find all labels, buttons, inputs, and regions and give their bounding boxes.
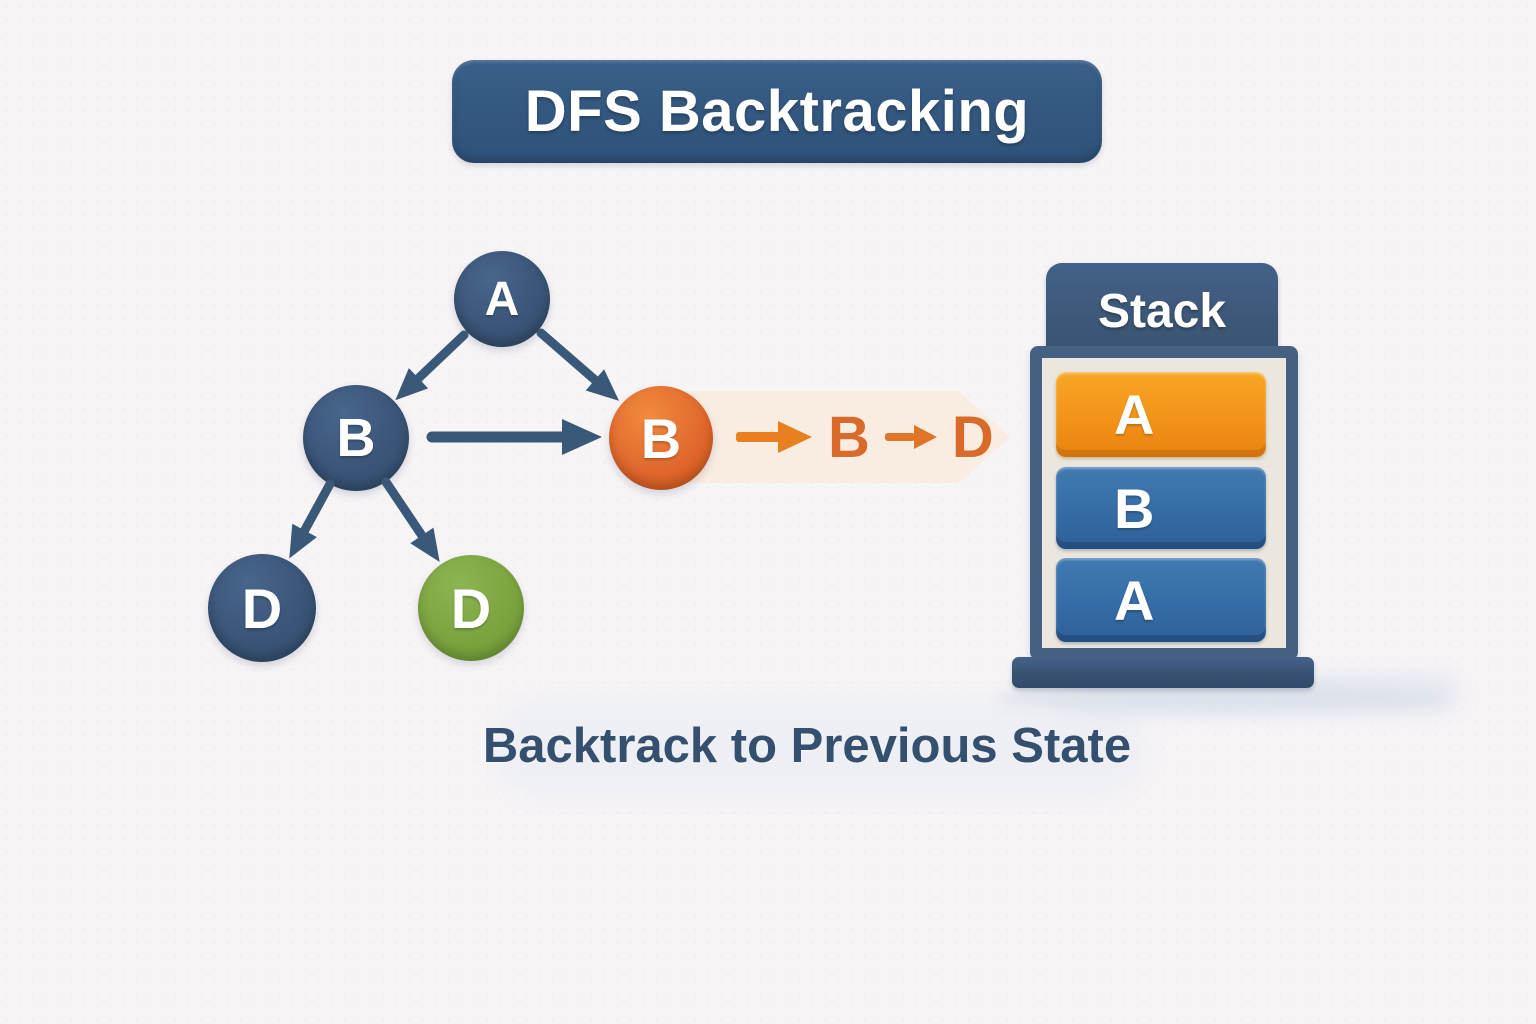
- page-title: DFS Backtracking: [524, 79, 1030, 144]
- stack-item-label: B: [1114, 476, 1155, 540]
- node-label: B: [336, 408, 376, 468]
- trace-sequence: B D: [734, 404, 994, 471]
- caption-text: Backtrack to Previous State: [482, 719, 1132, 773]
- arrow-right-icon: [884, 425, 937, 449]
- stack-item-label: A: [1114, 568, 1155, 632]
- edge-a-to-b: [395, 330, 469, 401]
- node-label: D: [241, 576, 283, 640]
- trace-from-label: B: [828, 404, 870, 470]
- stack-item-top: A: [1056, 372, 1266, 457]
- graph-node-a: A: [454, 251, 550, 347]
- stack-ground-shadow: [996, 684, 1446, 712]
- graph-node-d-left: D: [208, 554, 316, 662]
- stack-item-middle: B: [1056, 467, 1266, 549]
- graph-node-d-right: D: [418, 555, 524, 661]
- graph-node-b-current: B: [609, 386, 713, 490]
- node-label: D: [450, 576, 492, 640]
- caption-highlight-band: [492, 700, 1147, 796]
- edge-a-to-b-current: [536, 328, 620, 401]
- title-banner: DFS Backtracking: [452, 60, 1102, 163]
- trace-to-label: D: [951, 404, 994, 470]
- arrow-right-icon: [736, 421, 812, 453]
- stack-item-label: A: [1114, 383, 1155, 446]
- graph-node-b: B: [303, 385, 409, 491]
- trace-banner: B D: [668, 391, 1010, 483]
- stack-title: Stack: [1097, 284, 1227, 338]
- edge-b-to-d-right: [381, 477, 440, 562]
- stack-item-bottom: A: [1056, 558, 1266, 642]
- edge-b-to-d-left: [289, 479, 335, 559]
- node-label: A: [484, 272, 520, 326]
- stack-base: [1012, 657, 1314, 688]
- stack-header: Stack: [1046, 263, 1278, 359]
- node-label: B: [640, 406, 682, 470]
